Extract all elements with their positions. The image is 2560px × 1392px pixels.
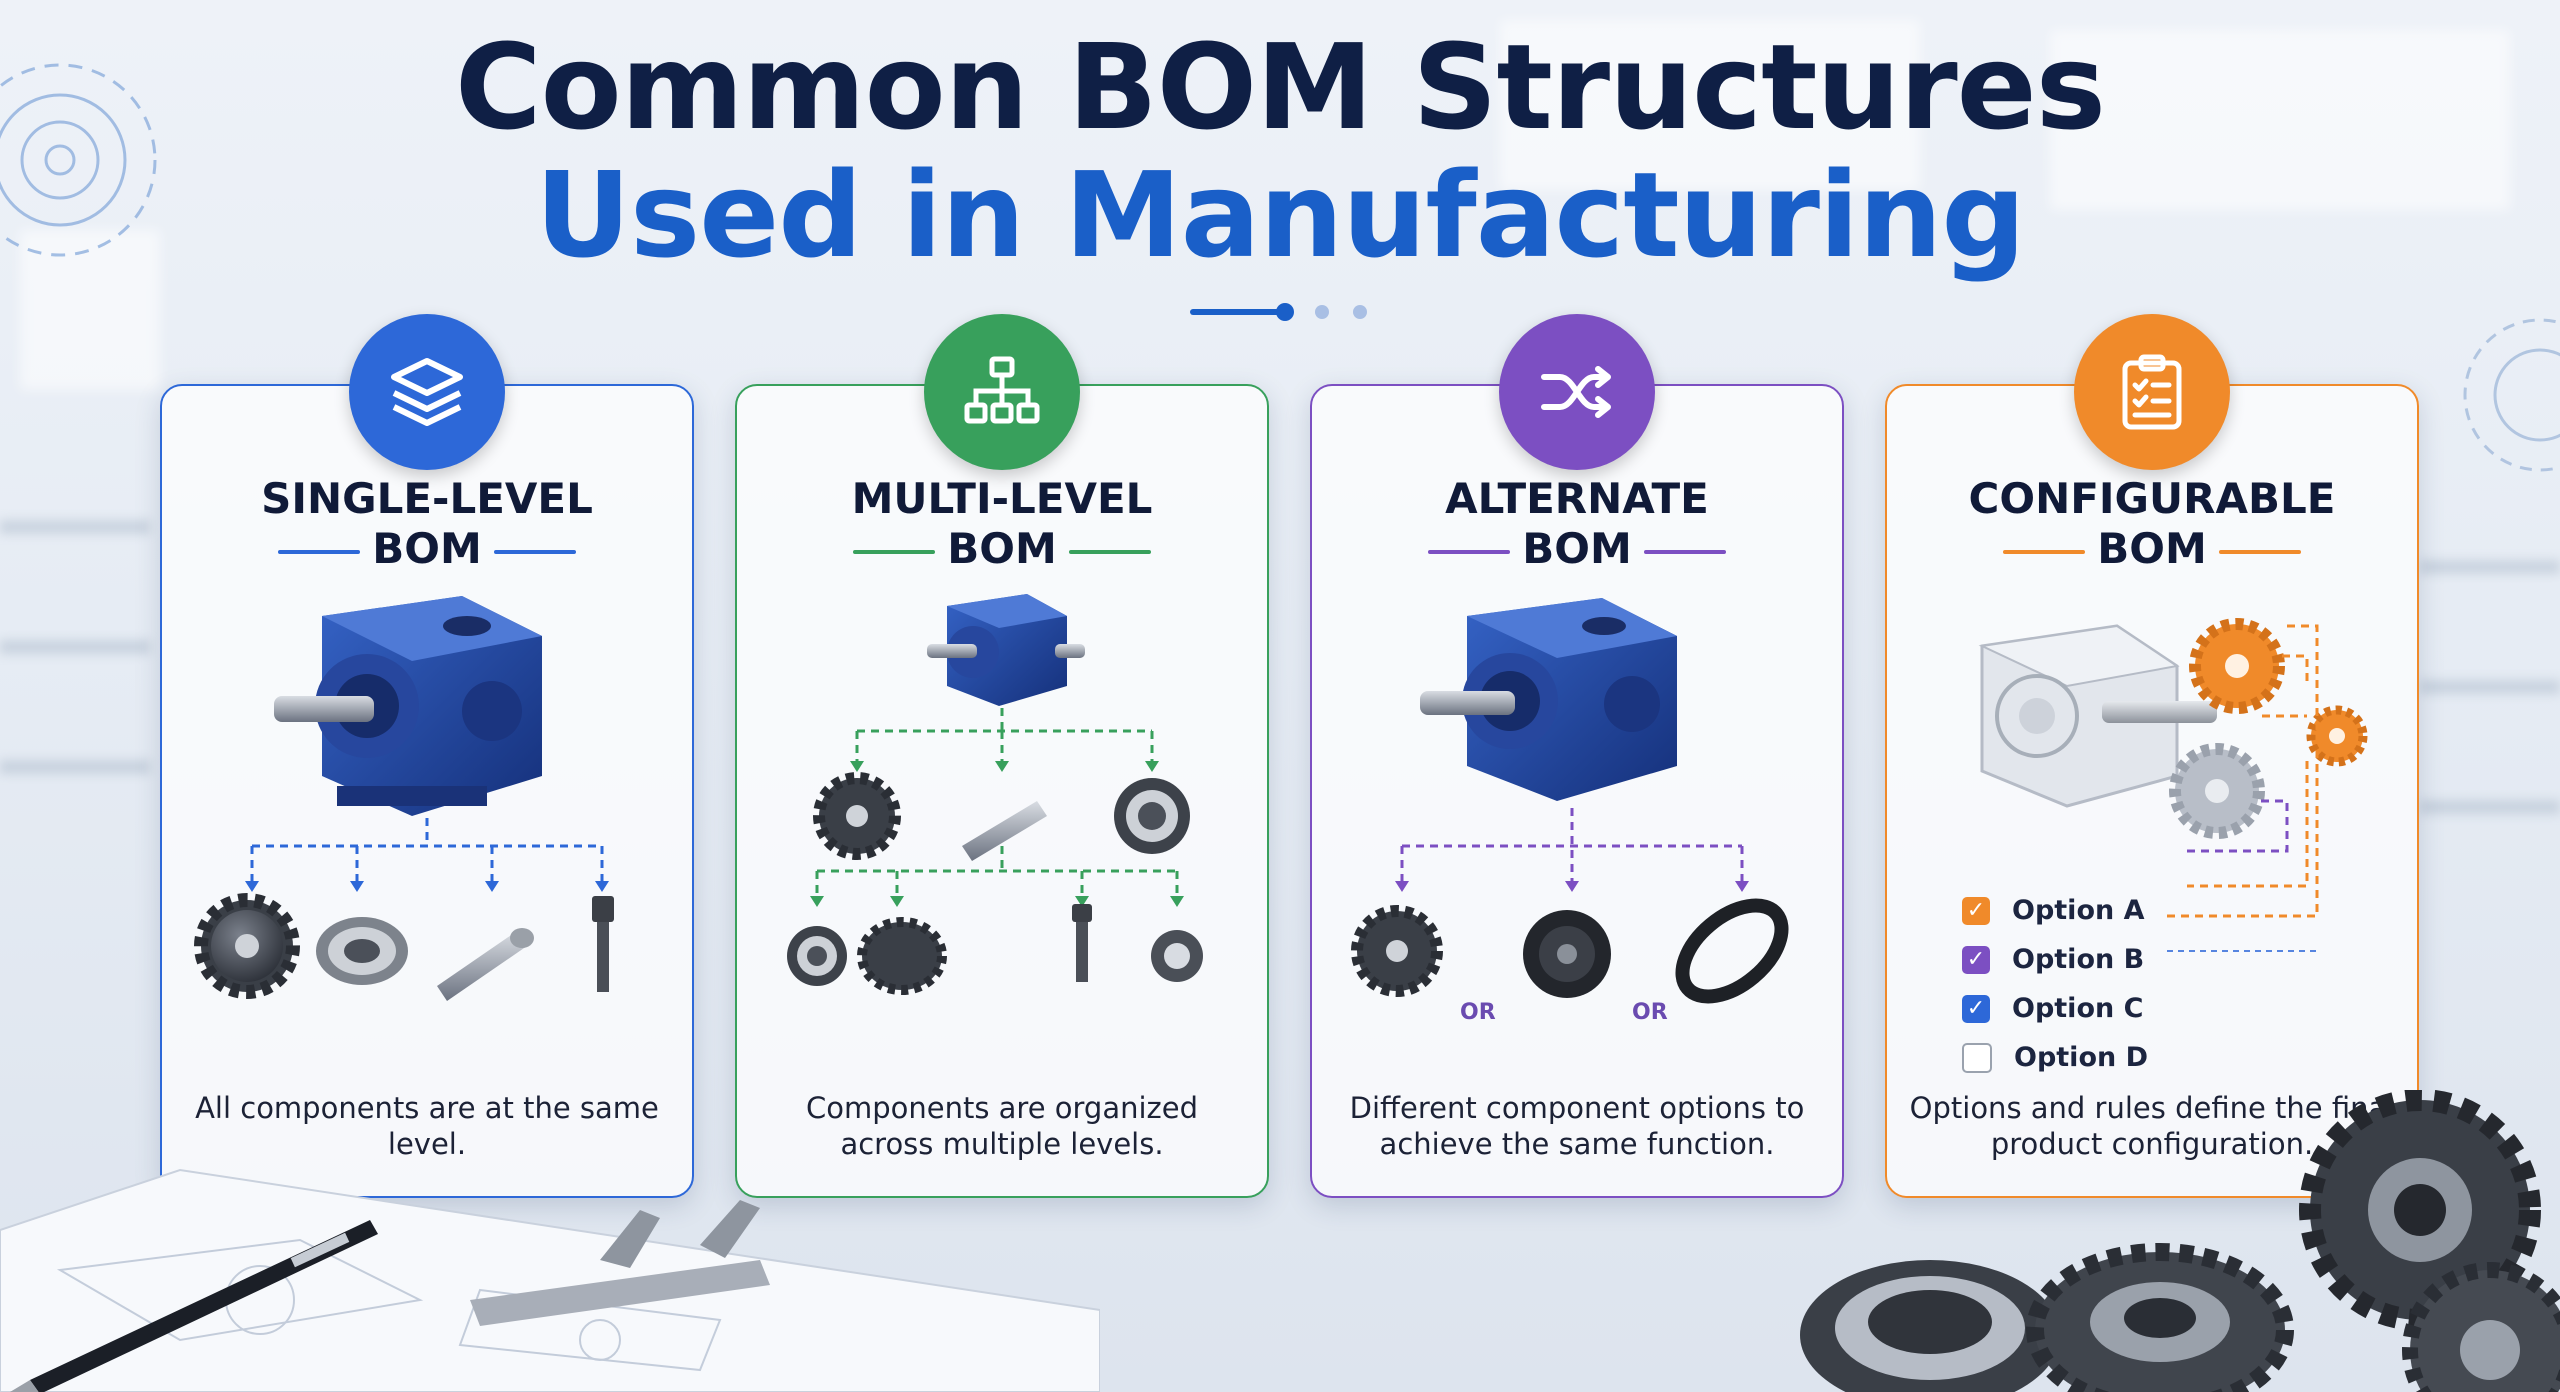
slide-progress-indicator [1190,303,1367,321]
badge [1499,314,1655,470]
checkbox-checked[interactable]: ✓ [1962,945,1990,974]
transparent-gearbox-assembly [1978,624,2217,808]
alternate-bom-illustration [1351,598,1789,1004]
badge [349,314,505,470]
card-title-line2: BOM [2097,524,2207,573]
card-title-line1: ALTERNATE [1445,474,1709,523]
card-title-line2: BOM [947,524,1057,573]
badge [924,314,1080,470]
belt-part [1675,898,1789,1004]
card-title-line1: CONFIGURABLE [1968,474,2336,523]
card-configurable-bom: CONFIGURABLE BOM [1885,314,2419,1198]
pulley-part [1523,910,1611,998]
checkbox-unchecked[interactable] [1962,1042,1992,1073]
card-title: ALTERNATE BOM [1312,474,1842,574]
or-label: OR [1460,1000,1496,1025]
gear-icon [2026,1243,2294,1392]
badge [2074,314,2230,470]
option-row-c[interactable]: ✓ Option C [1962,984,2148,1033]
clipboard-checklist-icon [2122,354,2182,430]
layers-icon [391,358,463,426]
gear-part [813,772,901,860]
configurable-bom-illustration [1978,618,2368,952]
hierarchy-icon [964,356,1040,424]
gear-part [1351,905,1443,997]
card-title-line2: BOM [372,524,482,573]
multi-level-bom-illustration [787,594,1203,995]
page-title: Common BOM Structures [455,18,2106,156]
checkbox-checked[interactable]: ✓ [1962,896,1990,925]
card-description: Options and rules define the final produ… [1909,1091,2395,1161]
gear-icon [2402,1262,2560,1392]
shaft-part [962,801,1047,861]
gearbox-assembly [1420,598,1677,801]
option-checklist: ✓ Option A ✓ Option B ✓ Option C Option … [1962,886,2148,1082]
bearing-part [316,917,408,985]
checkbox-checked[interactable]: ✓ [1962,994,1990,1023]
gray-gear-part [2169,743,2265,839]
bearing-part [1114,778,1190,854]
bolt-part [592,896,614,992]
card-alternate-bom: ALTERNATE BOM [1310,314,1844,1198]
option-row-a[interactable]: ✓ Option A [1962,886,2148,935]
orange-small-gear-part [2306,705,2368,767]
single-level-bom-illustration [194,596,614,1001]
option-label: Option A [2012,895,2145,926]
option-row-d[interactable]: Option D [1962,1033,2148,1082]
option-label: Option D [2014,1042,2149,1073]
gear-outline-icon [2463,318,2560,472]
card-title: CONFIGURABLE BOM [1887,474,2417,574]
gearbox-assembly [927,594,1085,706]
option-row-b[interactable]: ✓ Option B [1962,935,2148,984]
gear-part [857,917,947,995]
shaft-part [437,928,534,1001]
card-multi-level-bom: MULTI-LEVEL BOM [735,314,1269,1198]
card-title-line1: MULTI-LEVEL [851,474,1153,523]
card-title-line2: BOM [1522,524,1632,573]
orange-gear-part [2189,618,2285,714]
card-description: Different component options to achieve t… [1349,1091,1805,1161]
gearbox-assembly [274,596,542,816]
option-label: Option B [2012,944,2145,975]
washer-part [1151,930,1203,982]
page-subtitle: Used in Manufacturing [535,146,2026,284]
card-title: SINGLE-LEVEL BOM [162,474,692,574]
or-label: OR [1632,1000,1668,1025]
bearing-part [787,926,847,986]
pen-icon [10,1220,378,1392]
card-description: Components are organized across multiple… [805,1091,1199,1161]
caliper-icon [470,1200,770,1326]
card-single-level-bom: SINGLE-LEVEL BOM [160,314,694,1198]
bearing-icon [1800,1260,2060,1392]
bolt-part [1072,904,1092,982]
option-label: Option C [2012,993,2144,1024]
card-title: MULTI-LEVEL BOM [737,474,1267,574]
gear-part [194,893,300,999]
card-title-line1: SINGLE-LEVEL [261,474,593,523]
gear-outline-icon [0,63,157,257]
card-description: All components are at the same level. [195,1091,659,1161]
shuffle-icon [1541,366,1611,418]
